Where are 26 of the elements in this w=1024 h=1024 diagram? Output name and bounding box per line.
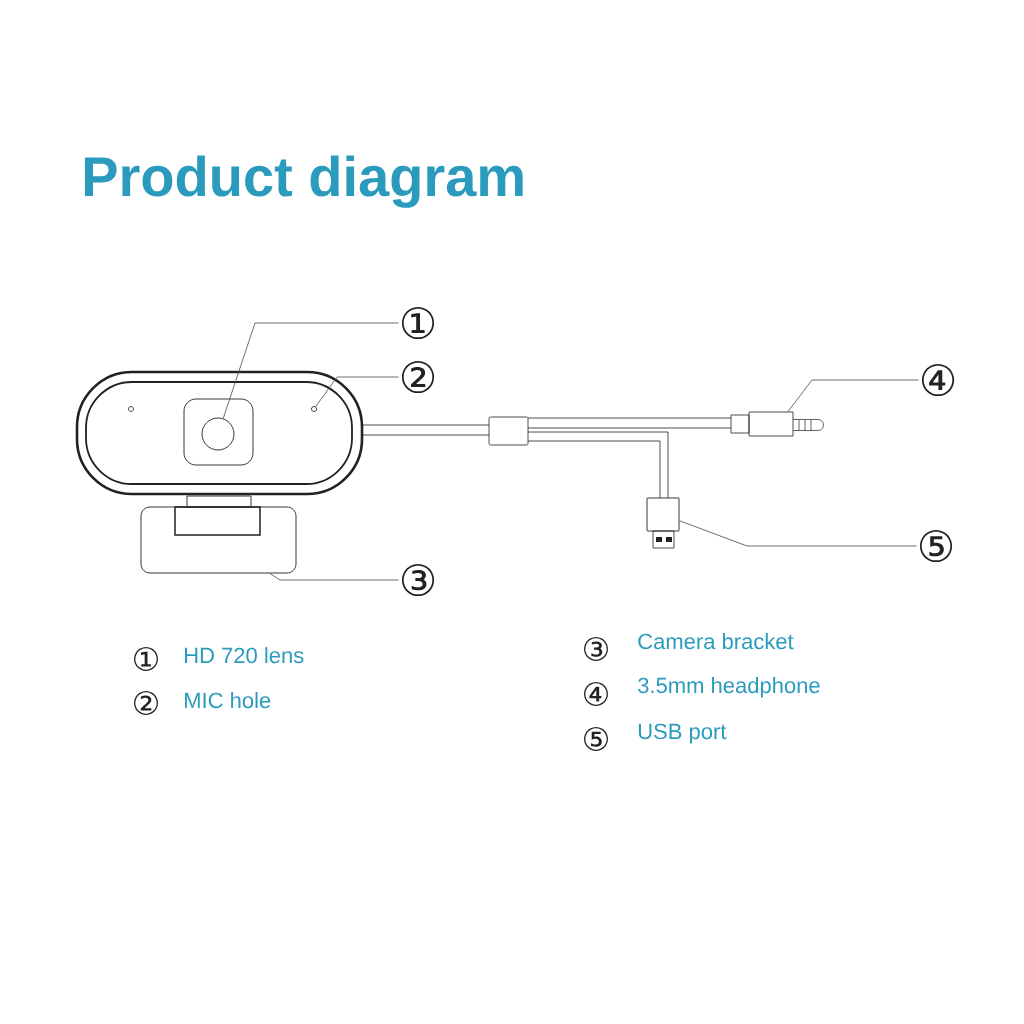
usb-plug: [646, 497, 680, 532]
leader-line: [222, 322, 399, 419]
part-name: 3.5mm headphone: [638, 677, 820, 698]
callout-number: ③: [401, 563, 435, 597]
mic-hole: [311, 406, 317, 412]
part-name: Camera bracket: [638, 633, 794, 650]
part-name: MIC hole: [185, 692, 271, 709]
callout-number: ⑤: [584, 727, 608, 751]
camera-lens: [201, 417, 235, 451]
leader-line: [787, 379, 919, 413]
callout-number: ⑤: [919, 529, 953, 563]
audio-plug: [730, 411, 824, 437]
callout-number: ②: [134, 691, 158, 715]
part-name: USB port: [638, 723, 727, 744]
leader-line: [315, 376, 399, 407]
leader-line: [679, 520, 917, 547]
callout-number: ②: [401, 360, 435, 394]
title: Product diagram: [84, 155, 523, 208]
part-name: HD 720 lens: [185, 647, 304, 664]
callout-number: ④: [921, 363, 955, 397]
callout-number: ③: [584, 637, 608, 661]
camera-bracket: [140, 506, 297, 574]
callout-number: ①: [401, 306, 435, 340]
callout-number: ①: [134, 647, 158, 671]
callout-number: ④: [584, 682, 608, 706]
leader-line: [269, 573, 399, 581]
